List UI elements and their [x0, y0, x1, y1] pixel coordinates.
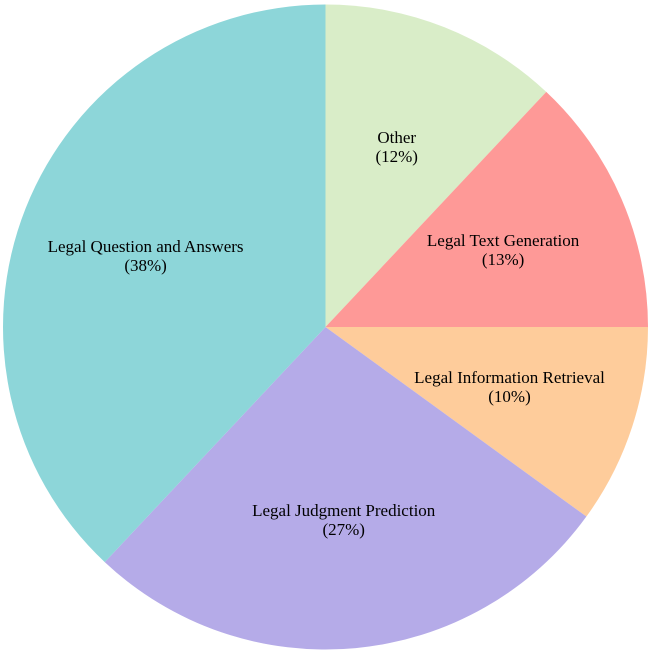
pie-slice-legal-judgment-prediction: [104, 327, 587, 650]
pie-slice-legal-text-generation: [325, 91, 648, 327]
pie-slice-legal-question-and-answers: [2, 4, 326, 563]
pie-slice-legal-information-retrieval: [325, 327, 648, 517]
pie-slice-other: [325, 4, 547, 327]
